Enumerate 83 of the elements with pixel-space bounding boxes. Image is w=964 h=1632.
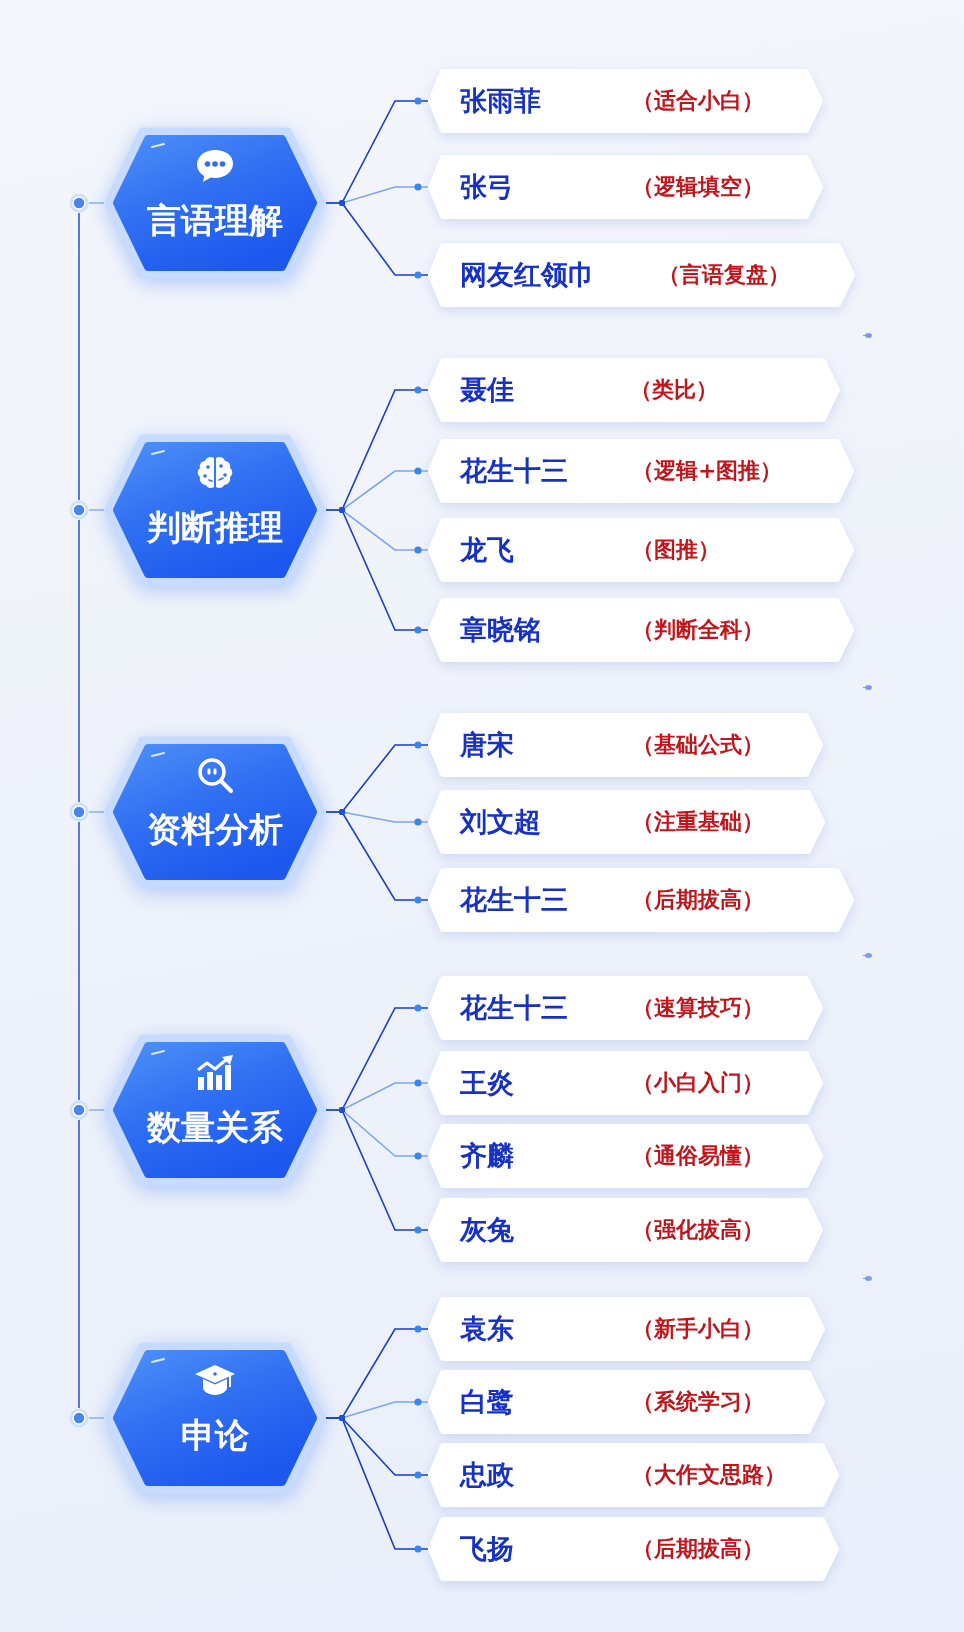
timeline-dot <box>69 500 89 520</box>
connector-line <box>88 509 105 511</box>
hexagon-node <box>104 1034 326 1186</box>
timeline-dot <box>69 1408 89 1428</box>
branch-connector <box>325 200 429 279</box>
teacher-card <box>428 358 840 422</box>
teacher-card <box>428 1198 823 1262</box>
teacher-card <box>428 1370 825 1434</box>
connector-line <box>88 811 105 813</box>
hexagon-node <box>104 434 326 586</box>
teacher-name: 袁东 <box>460 1314 514 1344</box>
branch-connector <box>325 1107 429 1234</box>
note-text: （后期拔高） <box>632 1536 764 1562</box>
hexagon-node <box>104 1342 326 1494</box>
teacher-card <box>428 243 855 307</box>
teacher-card <box>428 976 823 1040</box>
timeline-dot <box>69 802 89 822</box>
category-label: 判断推理 <box>147 508 283 546</box>
category-label: 申论 <box>181 1416 249 1454</box>
teacher-name: 花生十三 <box>460 993 568 1023</box>
timeline-line <box>78 212 80 501</box>
teacher-name: 聂佳 <box>460 375 514 405</box>
teacher-name: 花生十三 <box>460 885 568 915</box>
note-text: （新手小白） <box>632 1316 764 1342</box>
branch-connector <box>325 1415 429 1553</box>
teacher-name: 刘文超 <box>460 807 541 837</box>
teacher-name: 王炎 <box>460 1068 514 1098</box>
note-text: （强化拔高） <box>632 1217 764 1243</box>
note-text: （类比） <box>630 377 718 403</box>
branch-connector <box>325 809 429 904</box>
note-text: （基础公式） <box>632 732 764 758</box>
note-text: （图推） <box>632 537 720 563</box>
timeline-line <box>78 519 80 803</box>
note-text: （逻辑+图推） <box>632 458 783 484</box>
teacher-card <box>428 598 854 662</box>
note-text: （大作文思路） <box>632 1462 786 1488</box>
teacher-card <box>428 439 854 503</box>
timeline-line <box>78 1119 80 1409</box>
hexagon-node <box>104 127 326 279</box>
note-text: （后期拔高） <box>632 887 764 913</box>
connector-line <box>88 1417 105 1419</box>
teacher-name: 张雨菲 <box>460 86 541 116</box>
teacher-card <box>428 1124 823 1188</box>
note-text: （小白入门） <box>632 1070 764 1096</box>
note-text: （判断全科） <box>632 617 764 643</box>
note-text: （逻辑填空） <box>632 174 764 200</box>
connector-line <box>88 202 105 204</box>
note-text: （注重基础） <box>632 809 764 835</box>
teacher-card <box>428 1443 839 1507</box>
teacher-card <box>428 713 823 777</box>
note-text: （速算技巧） <box>632 995 764 1021</box>
note-text: （通俗易懂） <box>632 1143 764 1169</box>
note-text: （适合小白） <box>632 88 764 114</box>
teacher-name: 网友红领巾 <box>460 260 595 290</box>
teacher-card <box>428 1051 823 1115</box>
teacher-name: 章晓铭 <box>460 615 541 645</box>
note-text: （言语复盘） <box>658 262 790 288</box>
teacher-card <box>428 1517 839 1581</box>
category-label: 资料分析 <box>147 810 283 848</box>
teacher-name: 飞扬 <box>460 1534 514 1564</box>
branch-connector <box>325 507 429 634</box>
connector-line <box>88 1109 105 1111</box>
teacher-card <box>428 1297 825 1361</box>
timeline-dot <box>69 1100 89 1120</box>
teacher-name: 忠政 <box>460 1460 514 1490</box>
category-label: 言语理解 <box>147 201 283 239</box>
timeline-dot <box>69 193 89 213</box>
hexagon-node <box>104 736 326 888</box>
category-label: 数量关系 <box>147 1108 283 1146</box>
teacher-name: 唐宋 <box>460 730 514 760</box>
teacher-name: 白鹭 <box>460 1387 514 1417</box>
teacher-name: 灰兔 <box>460 1215 514 1245</box>
timeline-line <box>78 821 80 1101</box>
note-text: （系统学习） <box>632 1389 764 1415</box>
teacher-name: 张弓 <box>460 172 514 202</box>
teacher-name: 齐麟 <box>460 1141 514 1171</box>
teacher-card <box>428 155 823 219</box>
teacher-name: 花生十三 <box>460 456 568 486</box>
teacher-card <box>428 518 854 582</box>
teacher-name: 龙飞 <box>460 535 514 565</box>
teacher-card <box>428 69 823 133</box>
teacher-card <box>428 868 854 932</box>
teacher-card <box>428 790 825 854</box>
